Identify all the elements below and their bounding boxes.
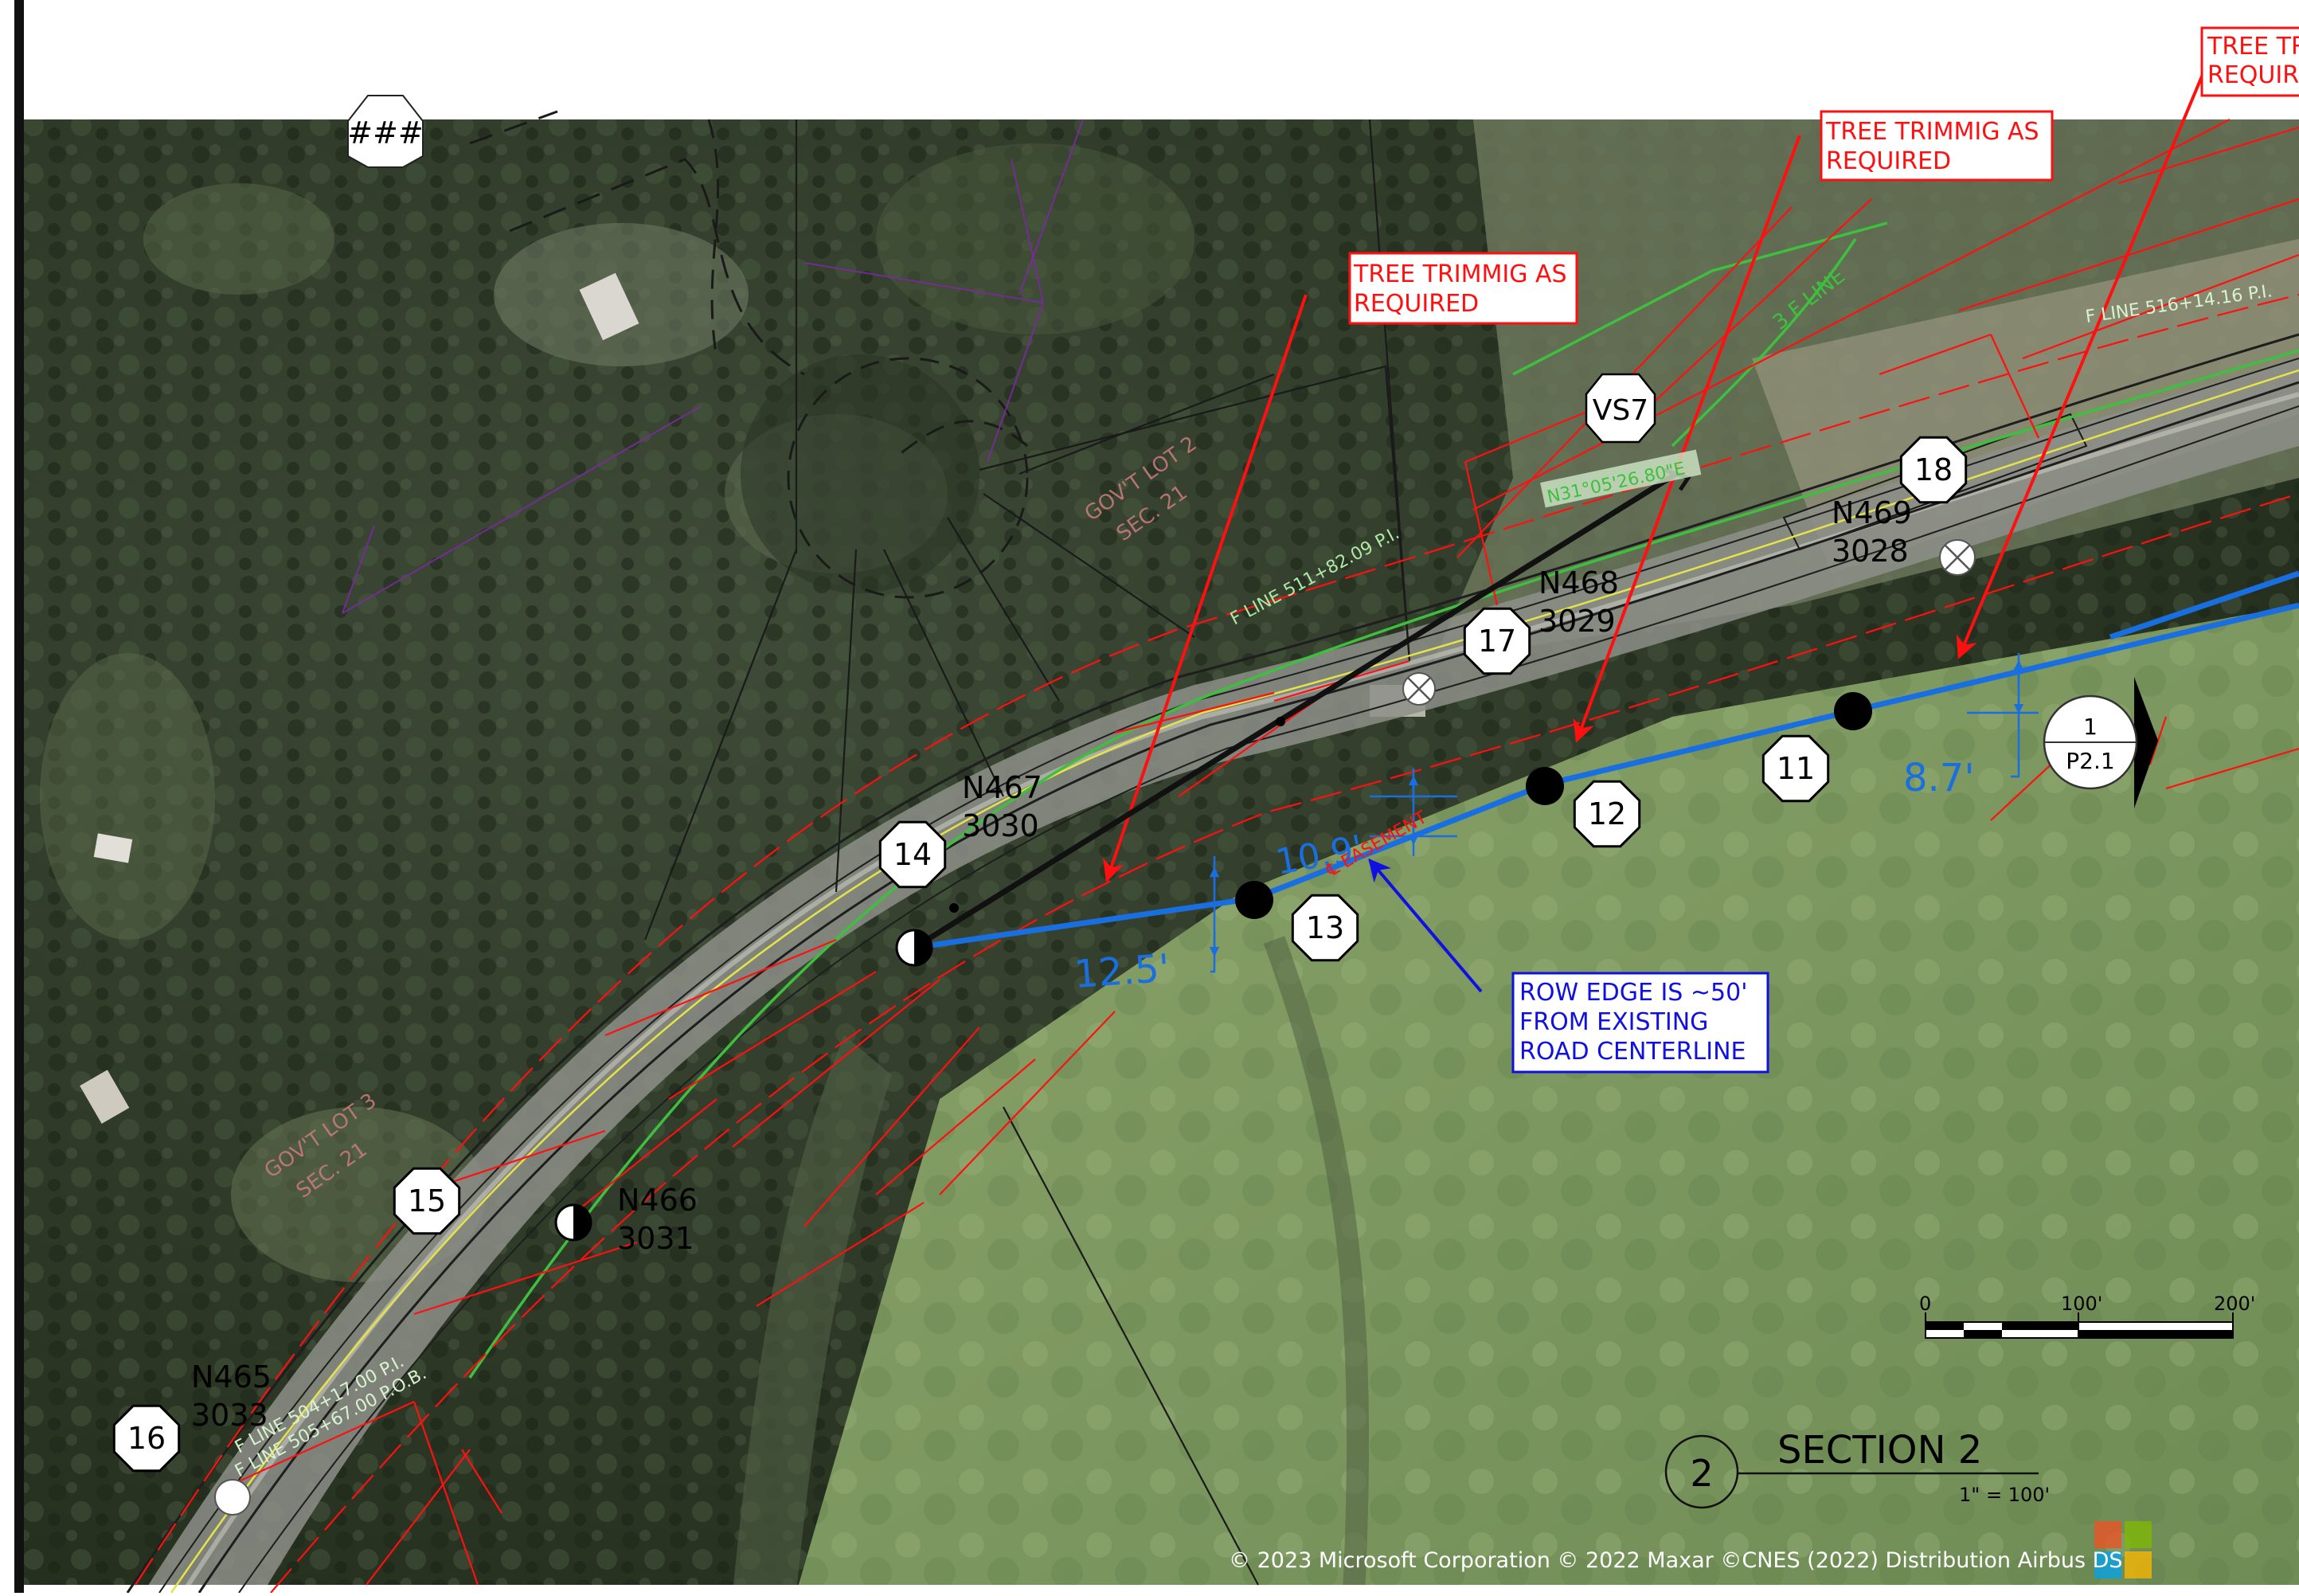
tree-trim-callout-1: TREE TRIMMIG AS REQUIRED: [1348, 252, 1578, 325]
pole-marker-label: 15: [408, 1183, 446, 1219]
section-title: SECTION 2: [1777, 1428, 1982, 1473]
pole-marker-label: 11: [1777, 751, 1815, 786]
tree-trim-callout-2: TREE TRIMMIG AS REQUIRED: [1820, 110, 2054, 182]
pole-marker-label: 17: [1478, 624, 1516, 659]
pole-marker-label: 14: [893, 837, 932, 872]
node-number: 3033: [191, 1398, 268, 1433]
dimension-lines: [1209, 653, 2039, 973]
pole-marker-18: 18: [1899, 436, 1968, 504]
scale-bar: [1925, 1312, 2234, 1339]
vs-marker: VS7: [1585, 373, 1656, 444]
redline-markup: [135, 119, 2299, 1594]
microsoft-logo-icon: [2094, 1521, 2152, 1578]
scale-tick: 100': [2061, 1293, 2102, 1315]
pole-marker-17: 17: [1463, 607, 1531, 675]
pole-marker-label: 12: [1588, 796, 1626, 831]
node-number: 3031: [617, 1221, 694, 1256]
section-ref-number: 1: [2083, 714, 2098, 740]
aerial-photo: [24, 119, 2299, 1585]
pole-marker-hexagon: [1899, 436, 1968, 504]
callout-line: ROW EDGE IS ~50': [1519, 979, 1747, 1007]
callout-line: REQUIR: [2207, 61, 2299, 89]
section-reference-bubble: [2043, 677, 2158, 808]
callout-line: ROAD CENTERLINE: [1519, 1038, 1746, 1066]
pole-dots: [214, 539, 1976, 1516]
pole-marker-hexagon: [1573, 780, 1641, 848]
sheet-border: [14, 0, 24, 1593]
hex-marker-label: ###: [347, 115, 424, 151]
pole-marker-15: 15: [393, 1167, 461, 1235]
node-id: N467: [962, 770, 1042, 805]
node-id: N469: [1832, 495, 1912, 530]
node-number: 3028: [1832, 534, 1909, 569]
callout-arrows: [1102, 47, 2215, 882]
pole-marker-hexagon: [393, 1167, 461, 1235]
pole-marker-13: 13: [1291, 894, 1359, 962]
pole-marker-hexagon: [1761, 734, 1830, 803]
callout-line: TREE TR: [2207, 33, 2299, 61]
section-title-number: 2: [1690, 1452, 1713, 1495]
callout-line: TREE TRIMMIG AS: [1353, 260, 1567, 288]
node-labels: N465 3033 N466 3031 N467 3030 N468 3029 …: [191, 495, 1912, 1433]
pole-marker-12: 12: [1573, 780, 1641, 848]
tree-trim-callout-3: TREE TR REQUIR: [2200, 26, 2299, 97]
dimension-label: 8.7': [1903, 756, 1975, 800]
pole-marker-16: 16: [112, 1404, 181, 1473]
node-id: N466: [617, 1183, 698, 1218]
vs-marker-label: VS7: [1593, 394, 1648, 427]
dimension-label: 12.5': [1073, 946, 1171, 997]
pole-marker-hexagon: [1291, 894, 1359, 962]
callout-line: REQUIRED: [1826, 147, 1951, 175]
scale-tick: 0: [1919, 1293, 1931, 1315]
callout-line: REQUIRED: [1354, 290, 1479, 318]
parcel-lines: [469, 110, 2088, 1586]
property-lines: [342, 119, 1084, 614]
node-number: 3029: [1539, 604, 1616, 639]
pole-marker-14: 14: [878, 820, 947, 889]
hex-marker: ###: [347, 95, 424, 168]
pole-marker-11: 11: [1761, 734, 1830, 803]
imagery-copyright: © 2023 Microsoft Corporation © 2022 Maxa…: [1229, 1548, 2123, 1573]
section-scale: 1" = 100': [1959, 1484, 2050, 1506]
pole-marker-label: 18: [1914, 452, 1953, 487]
node-id: N465: [191, 1359, 272, 1395]
row-edge-callout: ROW EDGE IS ~50' FROM EXISTING ROAD CENT…: [1511, 972, 1769, 1074]
pole-marker-label: 13: [1306, 910, 1344, 945]
callout-line: TREE TRIMMIG AS: [1825, 118, 2039, 146]
node-number: 3030: [962, 808, 1039, 843]
scale-tick: 200': [2214, 1293, 2255, 1315]
scale-bar-labels: 0 100' 200': [1919, 1293, 2255, 1315]
pole-marker-hexagon: [1463, 607, 1531, 675]
section-title-symbol: [1664, 1434, 2039, 1509]
row-edge-arrow: [1368, 858, 1483, 993]
pole-marker-hexagon: [878, 820, 947, 889]
pole-marker-label: 16: [127, 1421, 166, 1456]
section-ref-sheet: P2.1: [2066, 748, 2114, 774]
pole-marker-hexagon: [112, 1404, 181, 1473]
node-id: N468: [1539, 565, 1619, 600]
pole-markers: 11 12 13 14 15 16 17 18: [112, 436, 1968, 1473]
callout-line: FROM EXISTING: [1519, 1008, 1708, 1036]
